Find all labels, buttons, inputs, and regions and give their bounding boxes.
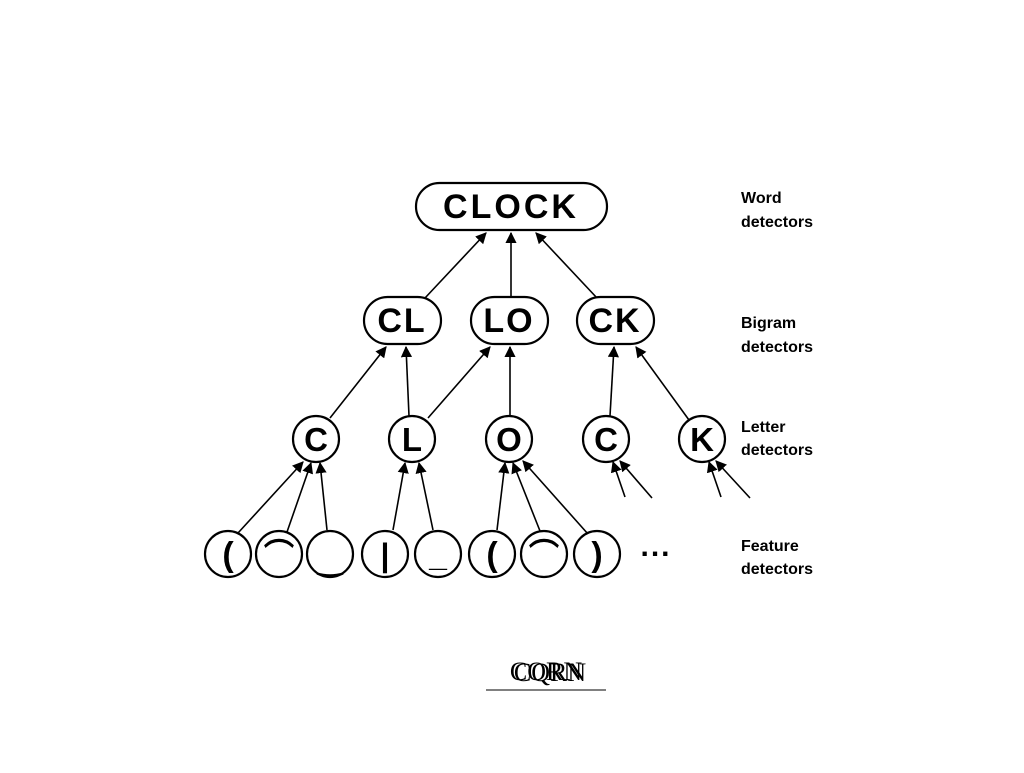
feature-label-line2: detectors bbox=[741, 561, 813, 578]
edge-f5-to-l bbox=[415, 461, 434, 531]
feature-ellipsis: ... bbox=[640, 530, 671, 563]
feature-glyph: ⌒ bbox=[529, 539, 559, 572]
edge-extra-k-b bbox=[715, 460, 751, 499]
feature-node-left-curve bbox=[467, 529, 517, 579]
edge-f3-to-c bbox=[315, 461, 328, 531]
word-node-label: CLOCK bbox=[443, 188, 579, 226]
bigram-node-cl bbox=[362, 295, 443, 346]
letter-node-label: K bbox=[690, 421, 714, 458]
edge-c2-to-ck bbox=[607, 345, 620, 417]
edge-f7-to-o bbox=[511, 461, 541, 532]
letter-node-l bbox=[387, 414, 437, 464]
feature-glyph: ( bbox=[486, 536, 498, 574]
letter-node-o bbox=[484, 414, 534, 464]
bigram-node-label: LO bbox=[483, 302, 534, 340]
bigram-label-line1: Bigram bbox=[741, 315, 796, 332]
bigram-node-ck bbox=[575, 295, 656, 346]
edge-extra-k-a bbox=[706, 460, 722, 498]
feature-node-right-curve bbox=[572, 529, 622, 579]
feature-glyph: ( bbox=[222, 536, 234, 574]
edge-l-to-cl bbox=[400, 345, 413, 417]
bigram-label-line2: detectors bbox=[741, 339, 813, 356]
word-label-line1: Word bbox=[741, 190, 782, 207]
logo-text-corn: CORN bbox=[510, 657, 582, 686]
edge-f2-to-c bbox=[286, 461, 313, 533]
feature-glyph: ⌒ bbox=[264, 539, 294, 572]
feature-node-bottom-arc bbox=[305, 529, 355, 579]
letter-node-k bbox=[677, 414, 727, 464]
feature-node-top-arc bbox=[519, 529, 569, 579]
feature-glyph: | bbox=[381, 537, 390, 573]
word-label-line2: detectors bbox=[741, 214, 813, 231]
letter-node-label: C bbox=[594, 421, 618, 458]
letter-label-line1: Letter bbox=[741, 419, 785, 436]
logo-text-cqrn: CQRN bbox=[514, 658, 586, 687]
feature-node-horizontal-bar bbox=[413, 529, 463, 579]
word-level: CLOCK bbox=[414, 181, 609, 232]
bigram-node-lo bbox=[469, 295, 550, 346]
edge-k-to-ck bbox=[635, 346, 690, 421]
letter-node-c bbox=[581, 414, 631, 464]
bigram-node-label: CL bbox=[377, 302, 426, 340]
letter-label-line2: detectors bbox=[741, 442, 813, 459]
edge-l-to-lo bbox=[427, 346, 491, 419]
edge-f4-to-l bbox=[392, 461, 409, 531]
letter-node-label: L bbox=[402, 421, 422, 458]
edge-c1-to-cl bbox=[329, 346, 387, 419]
letter-node-label: C bbox=[304, 421, 328, 458]
bigram-level: CL LO CK bbox=[362, 295, 656, 346]
feature-glyph: _ bbox=[428, 537, 448, 573]
edge-extra-c2-a bbox=[610, 460, 626, 498]
feature-glyph: ) bbox=[591, 536, 602, 574]
edge-extra-c2-b bbox=[619, 460, 653, 499]
letter-node-c bbox=[291, 414, 341, 464]
edge-ck-to-clock bbox=[535, 232, 598, 299]
word-node-clock bbox=[414, 181, 609, 232]
overlapping-word-logo: CORN CQRN bbox=[486, 657, 606, 691]
edge-f8-to-o bbox=[522, 460, 589, 535]
feature-node-top-arc bbox=[254, 529, 304, 579]
feature-level: ( ⌒ ‿ | _ ( ⌒ ) ... bbox=[203, 529, 671, 579]
edge-f6-to-o bbox=[496, 461, 510, 531]
edge-f1-to-c bbox=[237, 461, 304, 534]
letter-node-label: O bbox=[496, 421, 522, 458]
feature-label-line1: Feature bbox=[741, 538, 799, 555]
edge-cl-to-clock bbox=[424, 232, 487, 299]
feature-node-vertical-bar bbox=[360, 529, 410, 579]
letter-level: C L O C K bbox=[291, 414, 727, 464]
feature-node-left-curve bbox=[203, 529, 253, 579]
feature-glyph: ‿ bbox=[317, 544, 344, 577]
row-labels: Word detectors Bigram detectors Letter d… bbox=[741, 190, 813, 578]
bigram-node-label: CK bbox=[588, 302, 641, 340]
edges bbox=[237, 231, 751, 535]
